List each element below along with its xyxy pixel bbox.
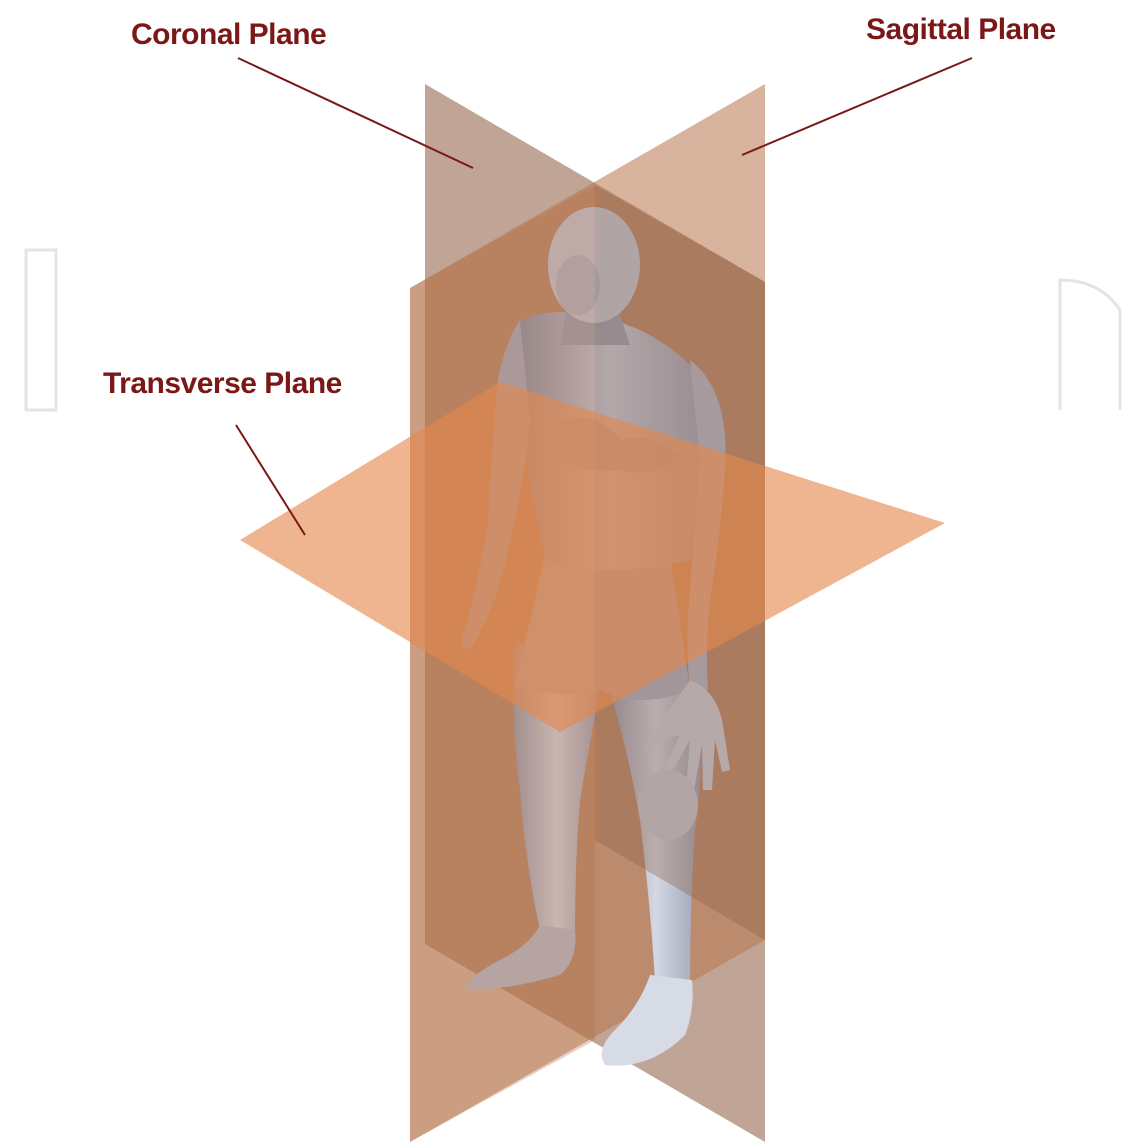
transverse-leader-line xyxy=(236,425,305,535)
transverse-plane xyxy=(240,382,945,732)
sagittal-plane-label: Sagittal Plane xyxy=(866,15,1056,45)
sagittal-leader-line xyxy=(742,58,972,155)
coronal-plane-label: Coronal Plane xyxy=(131,20,326,50)
transverse-plane-label: Transverse Plane xyxy=(103,369,342,399)
